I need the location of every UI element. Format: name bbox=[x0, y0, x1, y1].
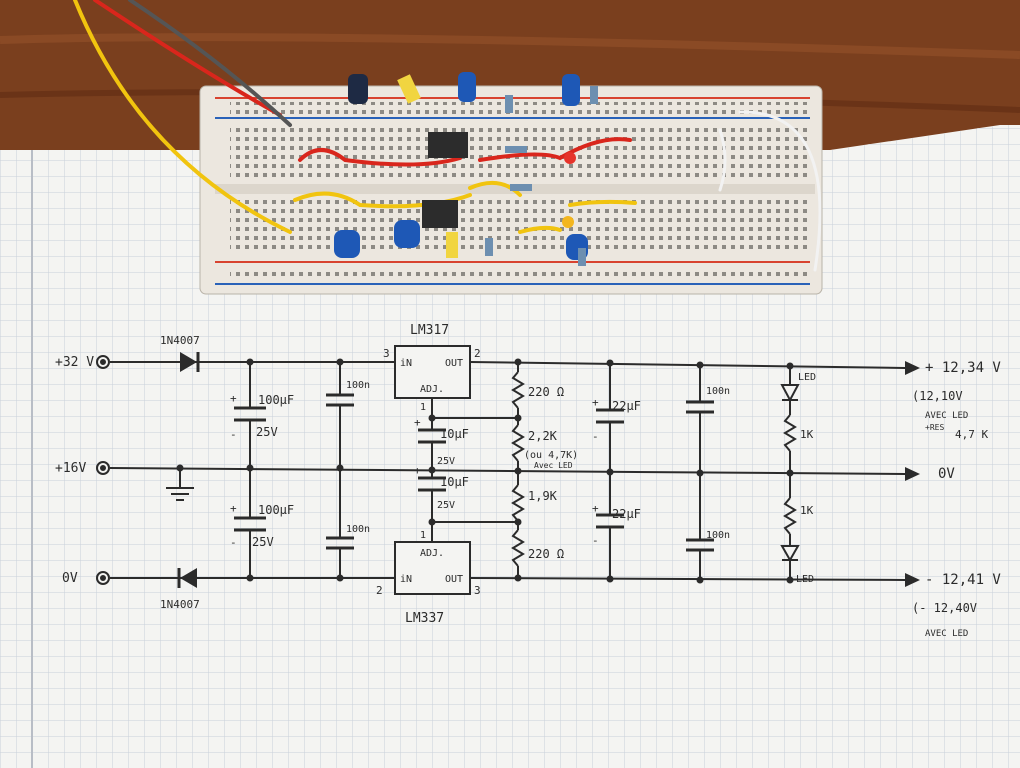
res-r2-note: (ou 4,7K) bbox=[524, 450, 578, 461]
output-minus-note2: AVEC LED bbox=[925, 629, 968, 639]
led-bottom-symbol bbox=[780, 545, 800, 563]
led-top-symbol bbox=[780, 384, 800, 403]
cap-c7-value: 22µF bbox=[612, 399, 641, 413]
input-plus32-label: +32 V bbox=[55, 355, 94, 370]
svg-text:+: + bbox=[592, 502, 599, 515]
led-top-label: LED bbox=[798, 372, 816, 383]
input-terminals bbox=[96, 355, 110, 585]
diode-top-label: 1N4007 bbox=[160, 334, 200, 347]
output-plus-note2: AVEC LED bbox=[925, 411, 968, 421]
res-r2-note2: Avec LED bbox=[534, 461, 573, 470]
cap-c1-voltage: 25V bbox=[256, 425, 278, 439]
lm317-out: OUT bbox=[445, 358, 463, 369]
input-zero-label: 0V bbox=[62, 571, 78, 586]
breadboard-components bbox=[334, 72, 598, 266]
polarity-marks: + - + - + + + - + - bbox=[230, 392, 599, 549]
res-r5-value: 1K bbox=[800, 428, 814, 441]
cap-c5-voltage: 25V bbox=[437, 456, 455, 467]
lm317-pin-out: 2 bbox=[474, 347, 481, 360]
svg-text:+: + bbox=[230, 392, 237, 405]
lm317-in: iN bbox=[400, 358, 412, 369]
lm337-name: LM337 bbox=[405, 611, 444, 626]
lm317-adj: ADJ. bbox=[420, 384, 444, 395]
lm317-pin-adj: 1 bbox=[420, 402, 426, 413]
schematic-wiring bbox=[109, 361, 906, 581]
cap-c6-value: 10µF bbox=[440, 475, 469, 489]
lm337-pin-in: 2 bbox=[376, 584, 383, 597]
lm337-body bbox=[394, 541, 471, 595]
svg-text:+: + bbox=[414, 464, 421, 477]
res-r4-value: 220 Ω bbox=[528, 547, 564, 561]
cap-c2-value: 100µF bbox=[258, 503, 294, 517]
svg-text:-: - bbox=[230, 536, 237, 549]
cap-c5-value: 10µF bbox=[440, 427, 469, 441]
junction-dots bbox=[176, 358, 794, 584]
output-arrows bbox=[905, 361, 920, 587]
svg-text:-: - bbox=[230, 428, 237, 441]
cap-c9-value: 100n bbox=[706, 386, 730, 397]
cap-c1-value: 100µF bbox=[258, 393, 294, 407]
led-bottom-label: LED bbox=[796, 574, 814, 585]
cap-c8-value: 22µF bbox=[612, 507, 641, 521]
svg-text:-: - bbox=[592, 430, 599, 443]
svg-text:-: - bbox=[592, 534, 599, 547]
output-minus-note1: (- 12,40V bbox=[912, 601, 977, 615]
res-r1-value: 220 Ω bbox=[528, 385, 564, 399]
cap-c4-value: 100n bbox=[346, 524, 370, 535]
res-r6-value: 1K bbox=[800, 504, 814, 517]
input-plus16-label: +16V bbox=[55, 461, 86, 476]
cap-c10-value: 100n bbox=[706, 530, 730, 541]
lm337-adj: ADJ. bbox=[420, 548, 444, 559]
cap-c2-voltage: 25V bbox=[252, 535, 274, 549]
output-minus-label: - 12,41 V bbox=[925, 572, 1001, 588]
output-plus-label: + 12,34 V bbox=[925, 360, 1001, 376]
output-plus-note3: +RES bbox=[925, 423, 944, 432]
output-plus-note4: 4,7 K bbox=[955, 428, 988, 441]
cap-c3-value: 100n bbox=[346, 380, 370, 391]
lm337-in: iN bbox=[400, 574, 412, 585]
lm337-out: OUT bbox=[445, 574, 463, 585]
diode-bottom-symbol bbox=[177, 568, 197, 588]
diode-top-symbol bbox=[180, 352, 200, 372]
svg-text:+: + bbox=[230, 502, 237, 515]
svg-text:+: + bbox=[592, 396, 599, 409]
diode-bottom-label: 1N4007 bbox=[160, 598, 200, 611]
lm337-pin-adj: 1 bbox=[420, 530, 426, 541]
lm317-name: LM317 bbox=[410, 323, 449, 338]
cap-c6-voltage: 25V bbox=[437, 500, 455, 511]
svg-text:+: + bbox=[414, 416, 421, 429]
res-r2-value: 2,2K bbox=[528, 429, 558, 443]
lm317-pin-in: 3 bbox=[383, 347, 390, 360]
output-zero-label: 0V bbox=[938, 466, 955, 482]
res-r3-value: 1,9K bbox=[528, 489, 558, 503]
lm317-body bbox=[394, 345, 471, 399]
output-plus-note1: (12,10V bbox=[912, 389, 963, 403]
lm337-pin-out: 3 bbox=[474, 584, 481, 597]
jumper-wires bbox=[73, 0, 822, 272]
capacitor-plates bbox=[234, 393, 714, 552]
